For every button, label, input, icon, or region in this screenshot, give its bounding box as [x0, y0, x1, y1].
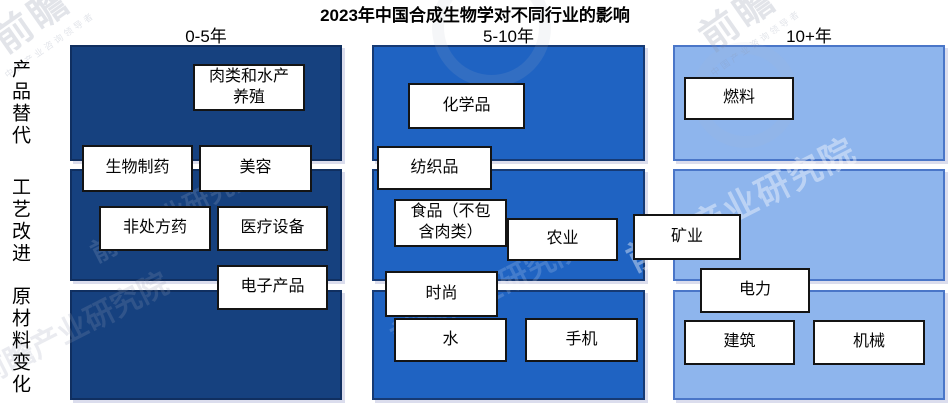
industry-box-water: 水 [394, 318, 507, 362]
industry-box-beauty: 美容 [199, 145, 312, 192]
column-header-10plus-yr: 10+年 [786, 27, 832, 46]
industry-box-fuel: 燃料 [684, 77, 794, 120]
industry-box-food-excluding-meat: 食品（不包含肉类） [394, 199, 507, 247]
row-label-product-substitution: 产品替代 [9, 59, 30, 147]
industry-box-medical-devices: 医疗设备 [217, 206, 328, 251]
industry-box-textiles: 纺织品 [377, 146, 492, 190]
industry-box-fashion: 时尚 [385, 271, 498, 317]
industry-box-mining: 矿业 [633, 214, 741, 260]
industry-box-chemicals: 化学品 [408, 83, 525, 129]
industry-box-construction: 建筑 [684, 320, 795, 365]
industry-box-electricity: 电力 [700, 268, 810, 313]
industry-box-biopharma: 生物制药 [82, 145, 193, 192]
row-label-process-improvement: 工艺改进 [9, 177, 30, 265]
industry-box-agriculture: 农业 [507, 218, 618, 261]
row-label-raw-material-change: 原材料变化 [9, 286, 30, 396]
chart-title: 2023年中国合成生物学对不同行业的影响 [320, 6, 630, 25]
industry-box-otc-drugs: 非处方药 [99, 206, 211, 251]
column-header-0-5yr: 0-5年 [185, 27, 227, 46]
industry-box-machinery: 机械 [813, 320, 925, 365]
industry-box-electronics: 电子产品 [217, 265, 328, 310]
industry-box-mobile-phones: 手机 [525, 318, 638, 362]
column-header-5-10yr: 5-10年 [482, 27, 535, 46]
industry-box-meat-and-aquaculture: 肉类和水产养殖 [193, 64, 305, 111]
